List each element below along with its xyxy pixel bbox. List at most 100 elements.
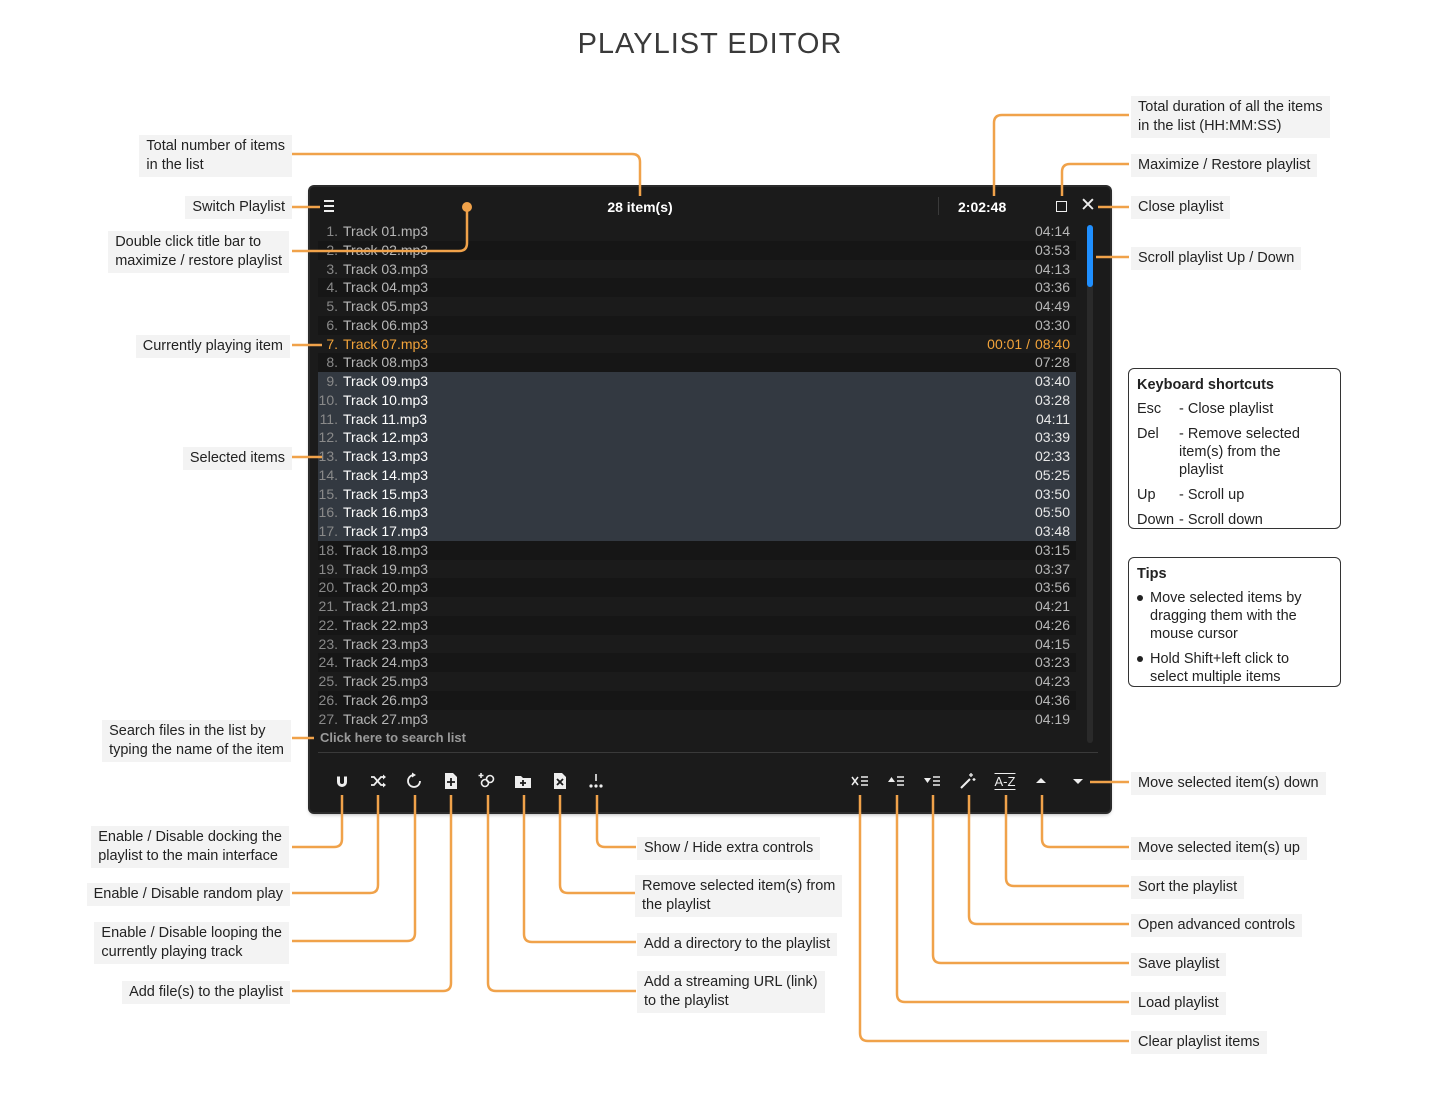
maximize-icon[interactable] <box>1056 201 1067 212</box>
track-duration: 03:56 <box>1034 579 1070 596</box>
track-duration: 04:36 <box>1034 691 1070 708</box>
track-number: 14. <box>318 466 338 483</box>
track-number: 1. <box>326 223 338 239</box>
sort-az-icon[interactable]: A-Z <box>994 773 1016 789</box>
label-remove-selected: Remove selected item(s) from the playlis… <box>635 875 843 917</box>
remove-file-icon[interactable] <box>547 768 573 794</box>
track-name: Track 20.mp3 <box>343 579 429 596</box>
label-search-files: Search files in the list by typing the n… <box>102 720 291 762</box>
track-duration: 03:23 <box>1034 654 1070 671</box>
track-number: 13. <box>318 448 338 464</box>
scrollbar[interactable] <box>1087 225 1093 743</box>
track-name: Track 16.mp3 <box>343 504 429 521</box>
track-duration: 04:49 <box>1034 298 1070 314</box>
scrollbar-thumb[interactable] <box>1087 225 1093 287</box>
loop-icon[interactable] <box>401 768 427 794</box>
shortcut-row: Del - Remove selected item(s) from the pl… <box>1137 425 1333 479</box>
track-number: 5. <box>326 298 338 314</box>
track-name: Track 01.mp3 <box>343 223 429 239</box>
label-add-files: Add file(s) to the playlist <box>122 981 290 1004</box>
label-sort: Sort the playlist <box>1131 876 1245 899</box>
keyboard-shortcuts-title: Keyboard shortcuts <box>1137 377 1274 393</box>
add-folder-icon[interactable] <box>510 768 536 794</box>
label-total-duration: Total duration of all the items in the l… <box>1131 96 1330 138</box>
save-list-icon[interactable] <box>919 768 945 794</box>
track-duration: 02:33 <box>1034 448 1070 464</box>
extra-controls-icon[interactable] <box>583 768 609 794</box>
wand-icon[interactable] <box>955 768 981 794</box>
add-file-icon[interactable] <box>438 768 464 794</box>
track-duration: 03:30 <box>1034 316 1070 333</box>
move-up-icon[interactable] <box>1028 768 1054 794</box>
shortcut-desc: - Scroll down <box>1179 512 1263 528</box>
track-number: 26. <box>318 691 338 708</box>
shuffle-icon[interactable] <box>365 768 391 794</box>
track-number: 3. <box>326 260 338 277</box>
shortcut-desc: - Remove selected item(s) from the playl… <box>1179 426 1300 478</box>
track-duration: 04:11 <box>1036 410 1070 427</box>
track-duration: 03:48 <box>1034 523 1070 539</box>
search-input[interactable]: Click here to search list <box>320 730 466 745</box>
track-duration: 04:19 <box>1034 710 1070 727</box>
track-number: 25. <box>318 673 338 689</box>
track-number: 4. <box>326 279 338 296</box>
track-duration: 03:39 <box>1034 429 1070 446</box>
switch-playlist-icon[interactable] <box>324 197 336 215</box>
load-list-icon[interactable] <box>883 768 909 794</box>
track-number: 18. <box>318 541 338 558</box>
clear-list-icon[interactable] <box>847 768 873 794</box>
track-duration: 05:25 <box>1034 466 1070 483</box>
label-scroll: Scroll playlist Up / Down <box>1131 247 1302 270</box>
label-selected-items: Selected items <box>182 447 292 470</box>
track-duration: 04:13 <box>1034 260 1070 277</box>
track-name: Track 05.mp3 <box>343 298 429 314</box>
label-total-items: Total number of items in the list <box>139 135 292 177</box>
track-number: 19. <box>318 560 338 577</box>
shortcut-key: Del <box>1137 426 1159 442</box>
move-down-icon[interactable] <box>1065 768 1091 794</box>
label-load: Load playlist <box>1131 992 1226 1015</box>
track-duration: 04:26 <box>1034 616 1070 633</box>
track-duration: 03:53 <box>1034 241 1070 258</box>
track-duration: 07:28 <box>1034 354 1070 371</box>
title-bar[interactable]: 28 item(s) 2:02:48 ✕ <box>310 187 1110 225</box>
track-name: Track 06.mp3 <box>343 316 429 333</box>
track-name: Track 22.mp3 <box>343 616 429 633</box>
track-duration: 03:15 <box>1034 541 1070 558</box>
track-duration: 03:37 <box>1034 560 1070 577</box>
close-icon[interactable]: ✕ <box>1080 195 1096 216</box>
label-advanced: Open advanced controls <box>1131 914 1303 937</box>
track-name: Track 07.mp3 <box>343 335 429 352</box>
add-link-icon[interactable] <box>474 768 500 794</box>
track-row[interactable]: 5. Track 05.mp3 04:49 <box>318 297 1076 316</box>
magnet-icon[interactable] <box>329 768 355 794</box>
